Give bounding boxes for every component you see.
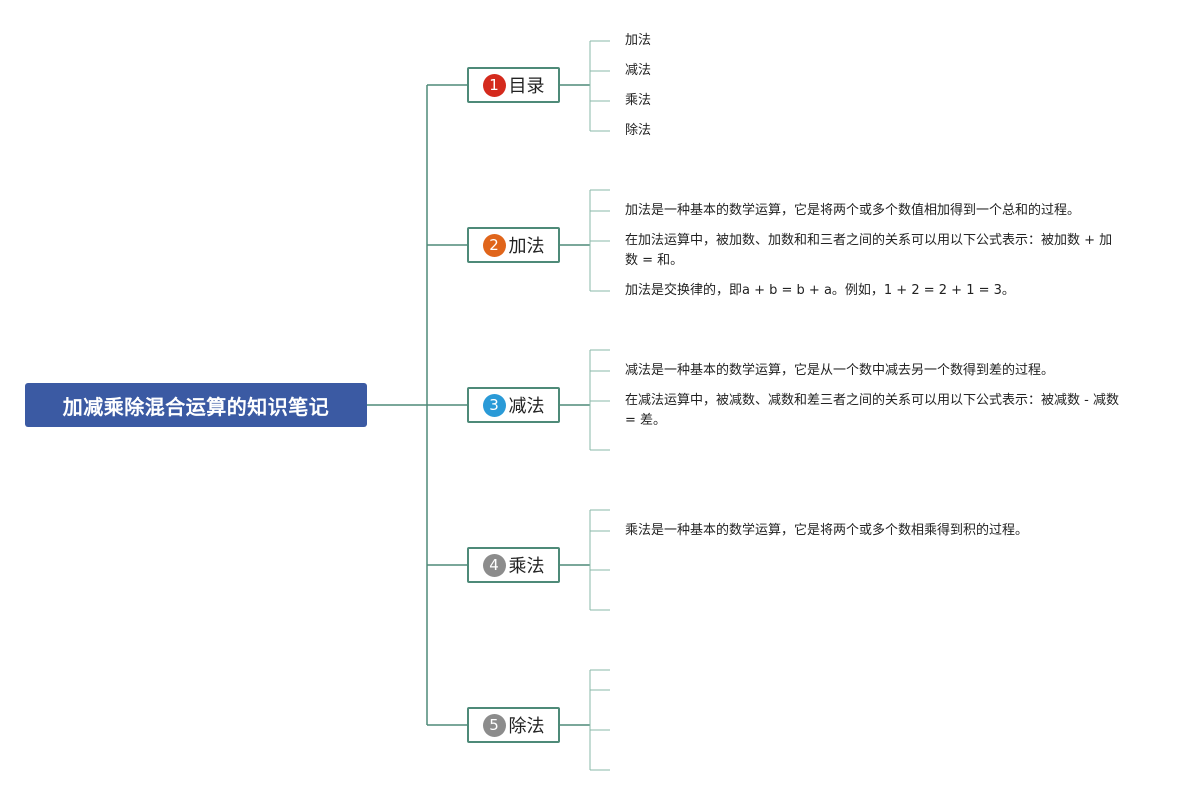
leaf-topic[interactable]: 加法是一种基本的数学运算，它是将两个或多个数值相加得到一个总和的过程。: [625, 203, 1081, 218]
branch-label: 除法: [508, 716, 545, 737]
root-topic[interactable]: 加减乘除混合运算的知识笔记: [25, 383, 367, 427]
branch-contents[interactable]: 1 目录: [467, 67, 560, 103]
number-2-icon: 2: [482, 233, 506, 257]
branch-division[interactable]: 5 除法: [467, 707, 560, 743]
leaf-topic[interactable]: 减法是一种基本的数学运算，它是从一个数中减去另一个数得到差的过程。: [625, 363, 1055, 378]
branch-label: 加法: [508, 236, 545, 257]
leaf-topic[interactable]: 除法: [625, 123, 652, 138]
branch-subtraction[interactable]: 3 减法: [467, 387, 560, 423]
branch-label: 目录: [508, 76, 545, 97]
leaf-topic[interactable]: 乘法: [625, 93, 652, 108]
branch-multiplication[interactable]: 4 乘法: [467, 547, 560, 583]
leaf-topic[interactable]: 在减法运算中，被减数、减数和差三者之间的关系可以用以下公式表示：被减数 - 减数…: [625, 393, 1119, 428]
leaf-topic[interactable]: 加法是交换律的，即a + b = b + a。例如，1 + 2 = 2 + 1 …: [625, 283, 1015, 298]
leaf-topic[interactable]: 在加法运算中，被加数、加数和和三者之间的关系可以用以下公式表示：被加数 + 加数…: [625, 233, 1113, 268]
leaf-topic[interactable]: 加法: [625, 33, 652, 48]
number-3-icon: 3: [482, 393, 506, 417]
number-1-icon: 1: [482, 73, 506, 97]
branch-label: 减法: [508, 396, 545, 417]
number-5-icon: 5: [482, 713, 506, 737]
leaf-topic[interactable]: 乘法是一种基本的数学运算，它是将两个或多个数相乘得到积的过程。: [625, 523, 1029, 538]
root-title: 加减乘除混合运算的知识笔记: [62, 394, 330, 419]
number-4-icon: 4: [482, 553, 506, 577]
branch-label: 乘法: [508, 556, 545, 577]
leaf-topic[interactable]: 减法: [625, 63, 652, 78]
branch-addition[interactable]: 2 加法: [467, 227, 560, 263]
